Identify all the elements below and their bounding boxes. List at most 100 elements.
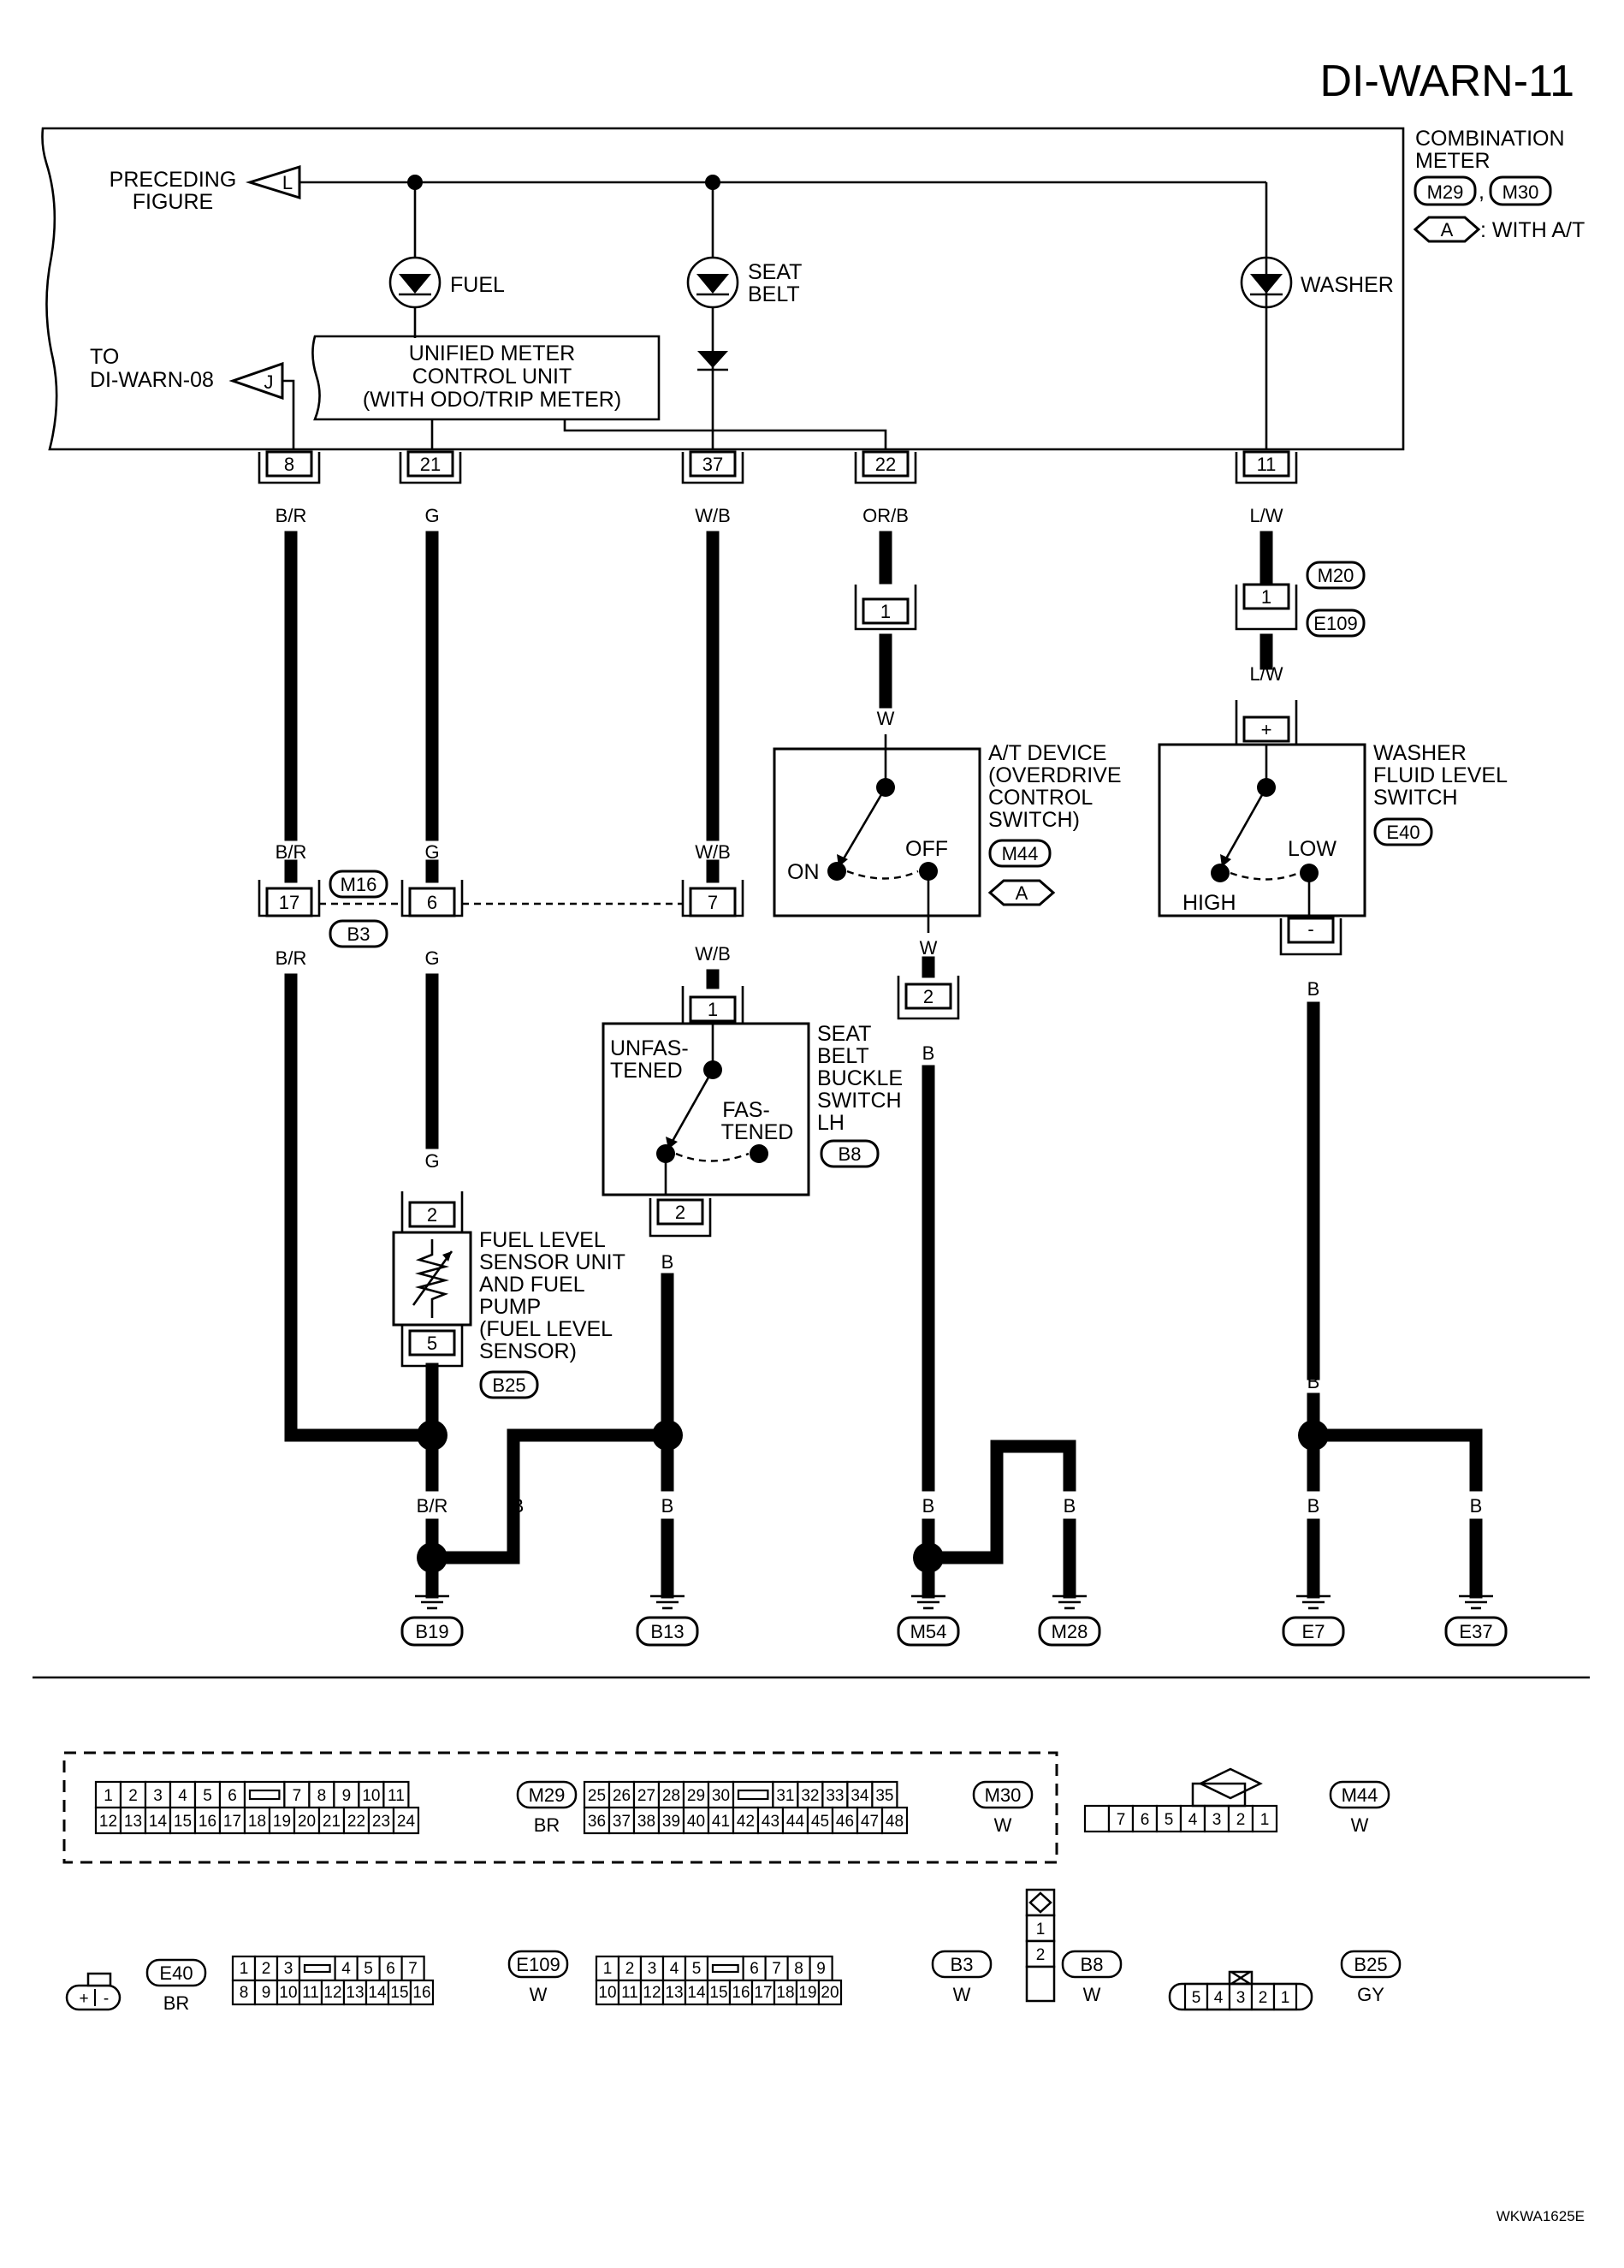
- connector-cell-label: 38: [637, 1813, 655, 1831]
- connector-tag: [1340, 1950, 1402, 1979]
- connector-cell: [320, 1979, 346, 2006]
- connector-cell: [387, 1979, 412, 2006]
- connector-cell-label: 27: [637, 1787, 655, 1805]
- connector-cell: [119, 1780, 147, 1809]
- fuel-lamp-diode: [399, 274, 431, 294]
- terminal-37: 37: [702, 454, 723, 475]
- connector-cell-label: 33: [826, 1787, 844, 1805]
- connector-cell-label: 16: [199, 1813, 216, 1831]
- connector-cell-label: 1: [603, 1960, 613, 1978]
- fastened-2: TENED: [721, 1120, 794, 1144]
- seatbelt-sw-line5: LH: [817, 1111, 845, 1135]
- connector-cell-label: 6: [386, 1960, 395, 1978]
- wire-label-br-2: B/R: [276, 841, 307, 863]
- connector-cell-label: 14: [368, 1984, 387, 2002]
- meter-tag-m30: [1489, 175, 1552, 206]
- fuel-level-sensor: 2 5: [392, 1191, 472, 1368]
- at-device-connector-in: 1: [854, 585, 917, 631]
- connector-cell-label: 3: [1236, 1989, 1246, 2007]
- ground-icon: [911, 1594, 945, 1610]
- ground-m54: M54: [910, 1621, 947, 1642]
- wire-label-g-1: G: [424, 505, 439, 526]
- ground-tag-b19: [400, 1616, 464, 1647]
- preceding-mark: L: [282, 172, 293, 193]
- connector-cell: [276, 1979, 301, 2006]
- connector-cell-label: 43: [762, 1813, 779, 1831]
- meter-tag-m30-text: M30: [1502, 181, 1539, 203]
- fuel-lamp-label: FUEL: [450, 273, 505, 297]
- connector-cell-label: 42: [737, 1813, 755, 1831]
- connector-cell-label: 37: [613, 1813, 631, 1831]
- splice-m54: [913, 1542, 944, 1573]
- m44-key-frame: [1191, 1782, 1247, 1808]
- connector-cell-label: 3: [648, 1960, 657, 1978]
- connector-cell-label: 9: [816, 1960, 826, 1978]
- tag-m16: [329, 870, 388, 899]
- at-line3: CONTROL: [988, 786, 1093, 810]
- connector-cell: [639, 1979, 665, 2006]
- connector-tag-label: B8: [1081, 1954, 1104, 1975]
- connector-cell-label: 5: [203, 1787, 212, 1805]
- to-wire: [282, 379, 295, 449]
- seatbelt-diode: [697, 351, 728, 368]
- wire-label-orb: OR/B: [862, 505, 909, 526]
- fuel-sensor-line2: SENSOR UNIT: [479, 1250, 625, 1274]
- ground-tag-m54: [897, 1616, 960, 1647]
- connector-cell-label: 32: [801, 1787, 819, 1805]
- tag-m44-text: M44: [1002, 843, 1039, 864]
- connector-tag: [931, 1950, 993, 1979]
- connector-cell-label: 4: [1188, 1811, 1198, 1829]
- wire-label-w-at-2: W: [920, 937, 938, 959]
- ground-icon: [1052, 1594, 1087, 1610]
- fuel-sensor-line1: FUEL LEVEL: [479, 1228, 606, 1252]
- at-on-label: ON: [787, 860, 820, 884]
- fuel-sensor-line3: AND FUEL: [479, 1273, 585, 1297]
- page-id: DI-WARN-11: [1319, 56, 1574, 106]
- connector-color-label: W: [994, 1814, 1012, 1836]
- wire-label-wb-1: W/B: [695, 505, 731, 526]
- connector-cell: [342, 1979, 368, 2006]
- combination-meter-frame: [41, 127, 1405, 451]
- connector-cell-label: 8: [794, 1960, 803, 1978]
- connector-tag-label: E40: [159, 1962, 193, 1984]
- connector-cell-label: 13: [665, 1984, 683, 2002]
- connector-cell-label: 47: [861, 1813, 879, 1831]
- connector-tag-label: M29: [529, 1784, 566, 1806]
- fastened-1: FAS-: [722, 1098, 770, 1122]
- to-flag: [228, 361, 284, 401]
- connector-cell: [781, 1806, 809, 1835]
- connector-cell-label: 9: [262, 1984, 271, 2002]
- connector-cell: [880, 1806, 909, 1835]
- to-label-2: DI-WARN-08: [90, 368, 214, 392]
- connector-cell: [817, 1979, 843, 2006]
- wire-label-br-4: B/R: [417, 1495, 448, 1517]
- connector-cell-label: 5: [364, 1960, 373, 1978]
- joint-pin-7: 7: [708, 892, 718, 913]
- connector-cell-label: 14: [149, 1813, 168, 1831]
- tag-m20: [1306, 561, 1366, 590]
- ground-tag-m28: [1038, 1616, 1101, 1647]
- connector-cell-label: 19: [798, 1984, 816, 2002]
- meter-terminals: 8 21 37 22 11: [258, 450, 1298, 484]
- seatbelt-sw-line3: BUCKLE: [817, 1066, 903, 1090]
- connector-cell-label: -: [104, 1990, 109, 2008]
- at-option-mark: [987, 879, 1056, 906]
- connector-cell-label: 2: [262, 1960, 271, 1978]
- seatbelt-sw-line1: SEAT: [817, 1022, 871, 1046]
- tag-m20-text: M20: [1318, 565, 1354, 586]
- connector-cell-label: 5: [1192, 1989, 1201, 2007]
- connector-tag: [1061, 1950, 1123, 1979]
- seatbelt-label-2: BELT: [748, 282, 800, 306]
- splice-b19: [417, 1542, 447, 1573]
- option-a-mark: [1413, 216, 1481, 243]
- washer-low: LOW: [1288, 837, 1337, 861]
- terminal-22: 22: [875, 454, 896, 475]
- connector-cell-label: 35: [875, 1787, 893, 1805]
- connector-cell-label: 1: [104, 1787, 113, 1805]
- connector-cell-label: 24: [397, 1813, 416, 1831]
- connector-cell-label: 8: [240, 1984, 249, 2002]
- ground-symbols: [415, 1594, 1493, 1610]
- connector-cell-label: 19: [273, 1813, 291, 1831]
- connector-cell-label: 3: [284, 1960, 293, 1978]
